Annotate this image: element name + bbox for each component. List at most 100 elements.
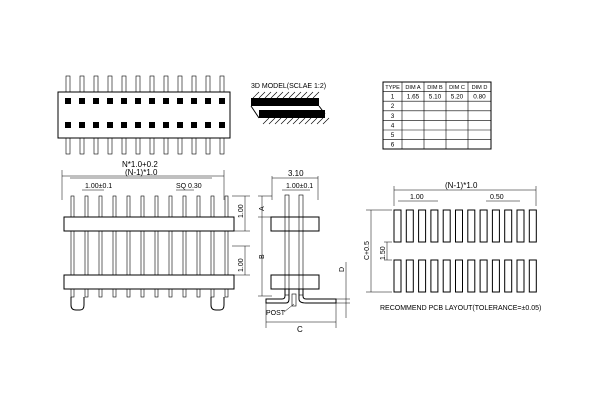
front-pin xyxy=(70,195,75,218)
top-pin-lead xyxy=(135,75,141,93)
front-pin xyxy=(210,230,215,276)
model-pin xyxy=(300,91,308,99)
top-view xyxy=(57,75,231,155)
model-housing xyxy=(259,110,325,118)
top-pin xyxy=(135,98,141,104)
top-pin xyxy=(205,122,211,128)
top-pin-lead xyxy=(93,75,99,93)
front-post-left xyxy=(70,297,85,311)
top-pin xyxy=(149,98,155,104)
model-label: 3D MODEL(SCLAE 1:2) xyxy=(251,83,326,90)
top-pin-lead xyxy=(177,137,183,155)
pcb-pad xyxy=(504,209,513,243)
top-pin-lead xyxy=(163,75,169,93)
front-post-right xyxy=(210,297,225,311)
side-width-dim: 3.10 xyxy=(288,169,304,178)
side-label-b: B xyxy=(259,254,266,259)
front-pin xyxy=(126,195,131,218)
top-pin xyxy=(107,122,113,128)
pcb-layout: (N-1)*1.0 1.00 0.50 C+0.5 1.50 RECOMMEND… xyxy=(364,181,541,312)
front-pin xyxy=(182,288,187,298)
top-pin-lead xyxy=(191,137,197,155)
front-pin xyxy=(112,195,117,218)
top-pin xyxy=(191,98,197,104)
pcb-height-dim: C+0.5 xyxy=(364,241,371,260)
pcb-gap-dim: 0.50 xyxy=(490,194,504,201)
model-pin xyxy=(280,117,288,125)
table-cell: 4 xyxy=(391,122,395,129)
top-pin-lead xyxy=(149,75,155,93)
pcb-pad xyxy=(442,209,451,243)
top-pin xyxy=(177,122,183,128)
side-pitch-dim: 1.00±0.1 xyxy=(286,183,313,190)
top-pin-lead xyxy=(205,75,211,93)
top-pin-lead xyxy=(135,137,141,155)
model-pin xyxy=(262,117,270,125)
side-label-d: D xyxy=(339,267,346,272)
front-pin xyxy=(168,288,173,298)
table-cell: 0.80 xyxy=(473,94,486,101)
pcb-span-dim: (N-1)*1.0 xyxy=(445,181,478,190)
front-pin xyxy=(84,288,89,298)
top-pin xyxy=(163,122,169,128)
front-pin xyxy=(210,288,215,298)
top-pin xyxy=(205,98,211,104)
front-pin xyxy=(98,230,103,276)
top-pin-lead xyxy=(177,75,183,93)
top-pin-lead xyxy=(121,75,127,93)
top-pin-lead xyxy=(149,137,155,155)
top-pin-lead xyxy=(79,137,85,155)
front-pin xyxy=(154,195,159,218)
front-pin xyxy=(224,230,229,276)
front-pin xyxy=(196,195,201,218)
table-header-cell: DIM C xyxy=(449,85,465,91)
front-overall-dim: N*1.0+0.2 xyxy=(122,160,158,169)
front-pin xyxy=(224,195,229,218)
table-cell: 3 xyxy=(391,113,395,120)
front-pin xyxy=(196,288,201,298)
top-pin-lead xyxy=(219,75,225,93)
post-label: POST xyxy=(266,310,286,317)
front-height-upper: 1.00 xyxy=(238,204,245,218)
pcb-pad xyxy=(491,259,500,293)
top-pin xyxy=(79,98,85,104)
front-pin xyxy=(196,230,201,276)
front-height-lower: 1.00 xyxy=(238,258,245,272)
top-pin xyxy=(93,98,99,104)
model-pin xyxy=(258,91,266,99)
pcb-pad xyxy=(393,259,402,293)
top-pin xyxy=(65,98,71,104)
front-pin xyxy=(84,195,89,218)
table-cell: 1 xyxy=(391,94,395,101)
model-pin xyxy=(268,117,276,125)
pcb-pad xyxy=(528,259,537,293)
model-pin xyxy=(316,117,324,125)
model-pin xyxy=(298,117,306,125)
model-pin xyxy=(294,91,302,99)
top-pin-lead xyxy=(79,75,85,93)
top-pin-lead xyxy=(107,137,113,155)
pcb-pad xyxy=(528,209,537,243)
top-pin xyxy=(219,122,225,128)
model-pin xyxy=(270,91,278,99)
front-view: N*1.0+0.2 (N-1)*1.0 1.00±0.1 SQ 0.30 1.0… xyxy=(61,160,250,311)
top-pin-lead xyxy=(205,137,211,155)
top-pin xyxy=(107,98,113,104)
front-pin xyxy=(70,288,75,298)
pcb-pad xyxy=(430,209,439,243)
front-pin xyxy=(98,288,103,298)
pcb-pad xyxy=(405,259,414,293)
front-pin xyxy=(140,230,145,276)
top-pin xyxy=(93,122,99,128)
pcb-caption: RECOMMEND PCB LAYOUT(TOLERANCE=±0.05) xyxy=(380,305,541,312)
front-pin xyxy=(70,230,75,276)
pcb-pad xyxy=(516,259,525,293)
front-pin xyxy=(154,288,159,298)
table-cell: 5 xyxy=(391,132,395,139)
table-cell: 5.20 xyxy=(451,94,464,101)
side-label-a: A xyxy=(259,206,266,211)
front-pin xyxy=(112,230,117,276)
model-pin xyxy=(312,91,320,99)
pcb-pad xyxy=(491,209,500,243)
